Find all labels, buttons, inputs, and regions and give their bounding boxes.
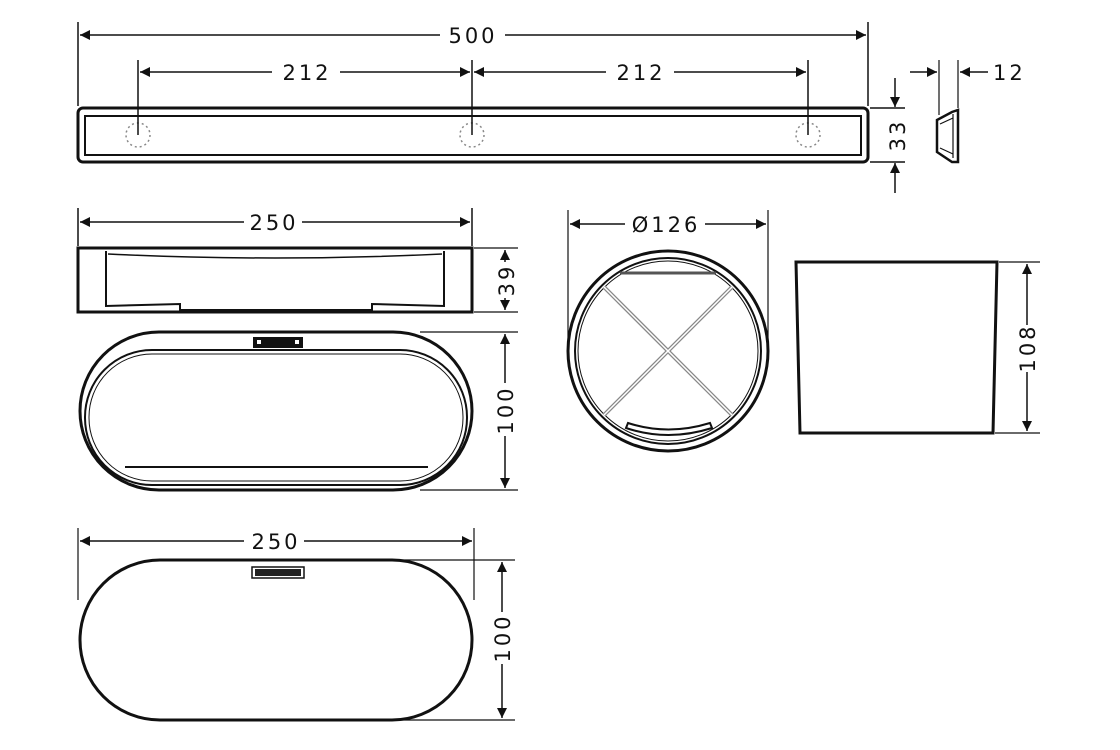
dimension-label: 39: [495, 264, 519, 297]
dimension-label: 100: [494, 385, 518, 434]
dimension-cup-height: 108: [995, 261, 1040, 434]
dimension-rail-length: 500: [77, 22, 869, 106]
dimension-label: 250: [249, 211, 298, 235]
dimension-label: 212: [282, 61, 331, 85]
dimension-cup-diameter: Ø126: [567, 210, 769, 350]
cup-top-view: [566, 249, 770, 453]
dimension-label: 12: [993, 61, 1026, 85]
tray-side-view: [76, 246, 474, 314]
dimension-label: 500: [448, 24, 497, 48]
tray-top-view: [78, 330, 474, 492]
dimension-tray-width: 100: [420, 331, 518, 491]
dimension-lid-width: 100: [300, 559, 515, 721]
hansgrohe-logo: [251, 566, 305, 579]
dimension-label: 108: [1016, 323, 1040, 372]
dimension-rail-height: 33: [870, 78, 910, 193]
rail-front-view: [76, 106, 870, 164]
dimension-label: 250: [251, 530, 300, 554]
dimension-label: 33: [886, 119, 910, 152]
cup-side-view: [794, 260, 999, 435]
dimension-tray-length: 250: [77, 208, 473, 246]
dimension-lid-length: 250: [77, 528, 475, 600]
dimension-label: Ø126: [632, 213, 701, 237]
rail-side-view: 12: [910, 60, 1026, 164]
dimension-label: 100: [491, 613, 515, 662]
dimension-hole-spacing: 212 212: [137, 60, 809, 135]
dimension-tray-height: 39: [474, 247, 519, 313]
lid-top-view: [78, 558, 474, 722]
dimension-label: 212: [616, 61, 665, 85]
